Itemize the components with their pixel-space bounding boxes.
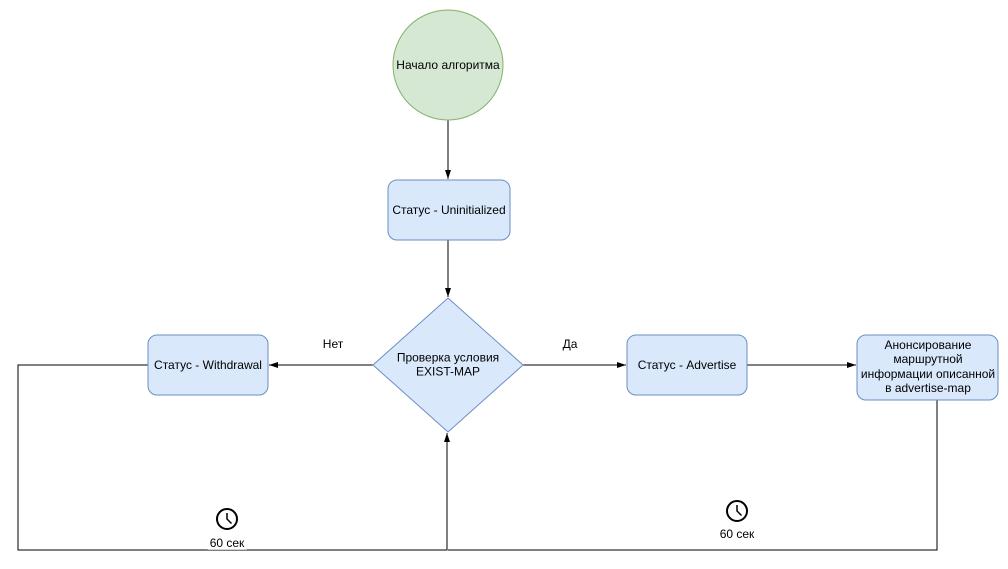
announce-label-line2: маршрутной <box>893 352 963 367</box>
decision-label-line1: Проверка условия <box>396 350 500 365</box>
status-uninitialized-shape <box>387 179 511 241</box>
start-node-shape <box>392 9 504 121</box>
status-withdrawal-label: Статус - Withdrawal <box>154 357 262 372</box>
timer-label-right: 60 сек <box>717 526 757 542</box>
announce-label-line4: в advertise-map <box>885 381 971 396</box>
edge-announce-loop-to-decision <box>448 400 938 551</box>
status-withdrawal-shape <box>147 334 269 396</box>
start-node-label: Начало алгоритма <box>396 57 500 72</box>
clock-icon <box>216 508 238 530</box>
decision-label-line2: EXIST-MAP <box>415 365 480 379</box>
announce-label-line1: Анонсирование <box>884 338 972 353</box>
edge-label-yes: Да <box>560 336 580 352</box>
announce-advertise-map-shape <box>856 334 999 401</box>
clock-icon <box>726 500 748 522</box>
edge-label-no: Нет <box>320 336 346 352</box>
edge-withdrawal-loop-to-decision <box>17 364 450 551</box>
status-advertise-shape <box>626 334 748 396</box>
status-advertise-label: Статус - Advertise <box>637 357 737 372</box>
timer-label-left: 60 сек <box>207 535 247 551</box>
decision-exist-map-shape <box>372 297 524 433</box>
announce-advertise-map-label: Анонсирование маршрутной информации опис… <box>858 338 998 396</box>
edge-group <box>17 120 938 551</box>
status-uninitialized-label: Статус - Uninitialized <box>392 202 506 217</box>
announce-label-line3: информации описанной <box>860 367 996 381</box>
decision-exist-map-label: Проверка условия EXIST-MAP <box>388 351 508 380</box>
